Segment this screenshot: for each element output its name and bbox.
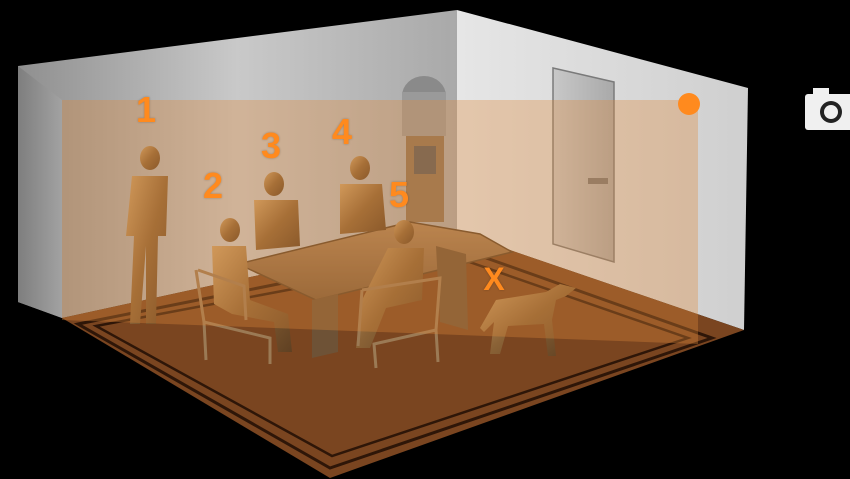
detection-zone-overlay: [62, 100, 698, 344]
recording-dot-icon: [678, 93, 700, 115]
marker-5[interactable]: 5: [389, 177, 409, 213]
marker-4[interactable]: 4: [332, 114, 352, 150]
marker-target-x[interactable]: X: [483, 261, 504, 297]
left-wall: [18, 66, 62, 318]
marker-2[interactable]: 2: [203, 168, 223, 204]
camera-button[interactable]: [803, 84, 850, 134]
marker-1[interactable]: 1: [136, 92, 156, 128]
camera-icon: [803, 84, 850, 134]
marker-3[interactable]: 3: [261, 128, 281, 164]
